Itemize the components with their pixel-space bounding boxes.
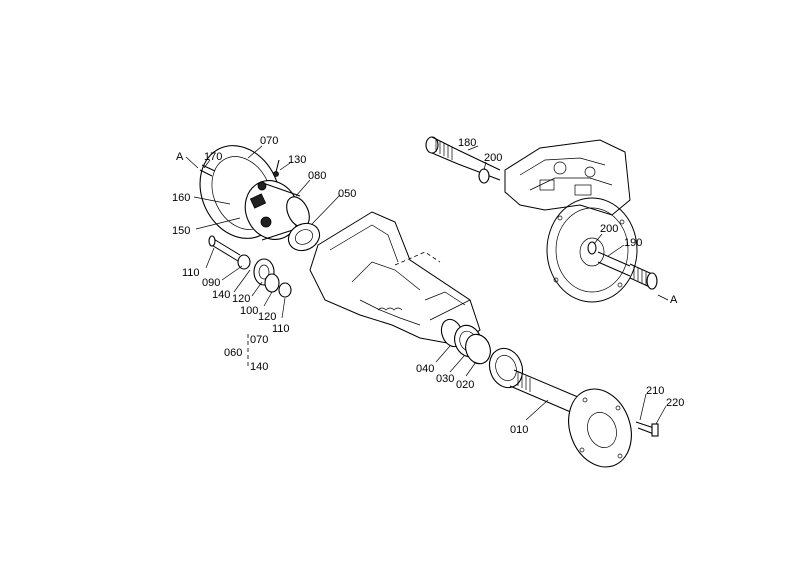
- shaft-190: [587, 241, 658, 290]
- label-110-right: 110: [272, 323, 290, 335]
- label-200-top: 200: [484, 152, 502, 164]
- part-labels: A 170 070 130 080 050 160 150 110 090 14…: [172, 135, 684, 436]
- shaft-180: [425, 136, 501, 184]
- label-050: 050: [338, 188, 356, 200]
- label-120-right: 120: [258, 311, 276, 323]
- label-140: 140: [212, 289, 230, 301]
- label-040: 040: [416, 363, 434, 375]
- label-180: 180: [458, 137, 476, 149]
- label-170: 170: [204, 151, 222, 163]
- label-010: 010: [510, 424, 528, 436]
- label-100: 100: [240, 305, 258, 317]
- label-a-top: A: [176, 151, 184, 163]
- label-150: 150: [172, 225, 190, 237]
- label-090: 090: [202, 277, 220, 289]
- label-120-left: 120: [232, 293, 250, 305]
- label-a-right: A: [670, 294, 678, 306]
- label-070-group: 070: [250, 334, 268, 346]
- label-030: 030: [436, 373, 454, 385]
- label-160: 160: [172, 192, 190, 204]
- label-130: 130: [288, 154, 306, 166]
- label-080: 080: [308, 170, 326, 182]
- label-200-right: 200: [600, 223, 618, 235]
- spider-gears: [208, 235, 292, 298]
- axle-shaft-010: [440, 318, 659, 468]
- label-020: 020: [456, 379, 474, 391]
- transmission-case: [504, 139, 638, 303]
- label-140-group: 140: [250, 361, 268, 373]
- label-210: 210: [646, 385, 664, 397]
- label-060: 060: [224, 347, 242, 359]
- label-070-top: 070: [260, 135, 278, 147]
- differential-assembly: [199, 145, 321, 252]
- label-220: 220: [666, 397, 684, 409]
- label-110-left: 110: [182, 267, 200, 279]
- label-190: 190: [624, 237, 642, 249]
- leader-lines: [185, 145, 669, 425]
